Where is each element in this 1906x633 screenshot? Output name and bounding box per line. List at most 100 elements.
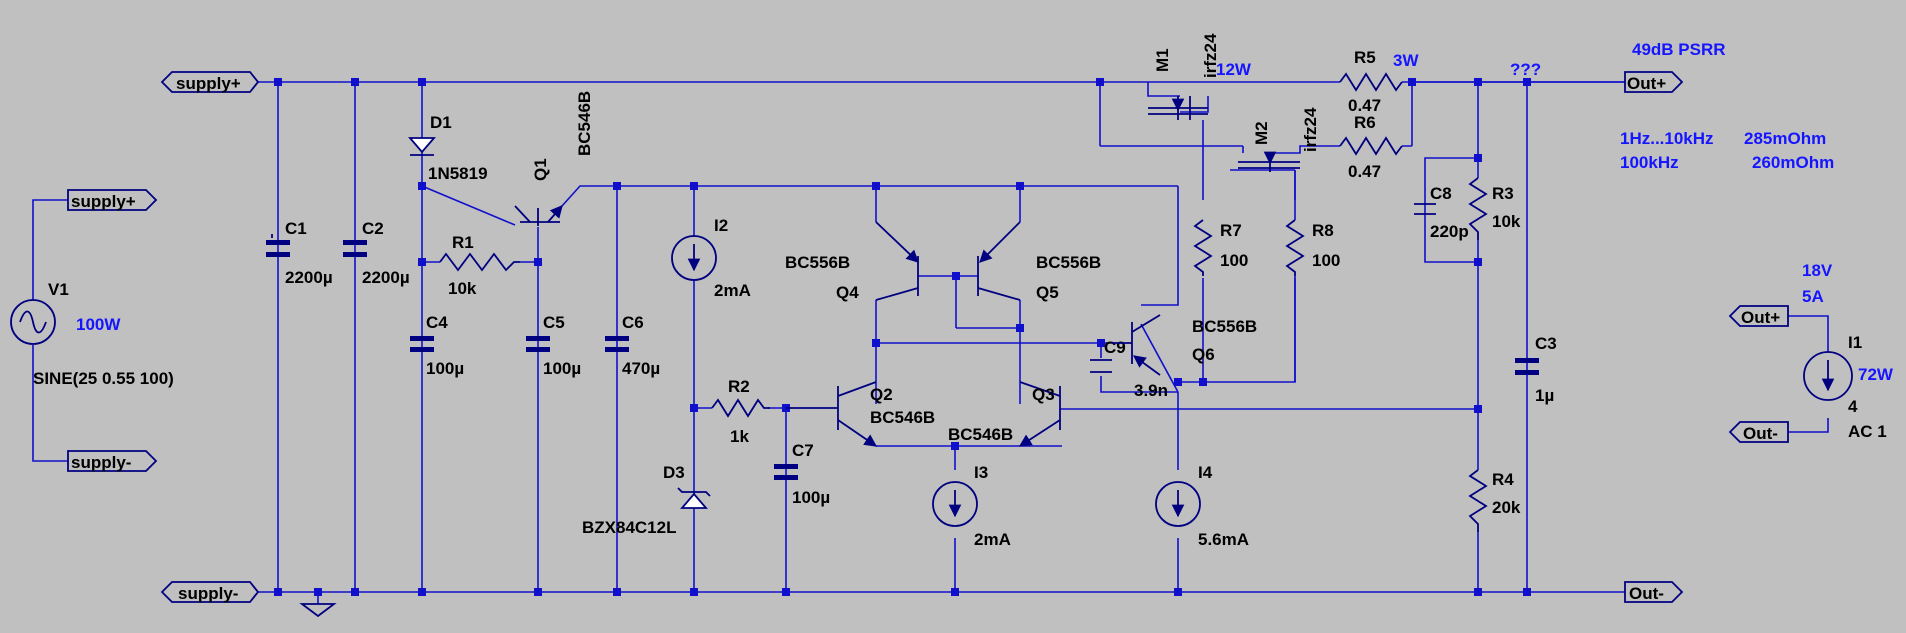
r6-name: R6 [1354,113,1376,132]
value1-note: 285mOhm [1744,129,1826,148]
c1-value: 2200µ [285,268,333,287]
resistor-r3: R3 10k [1468,177,1521,240]
c7-value: 100µ [792,488,830,507]
transistor-q6: BC556B Q6 [1112,314,1257,376]
i3-value: 2mA [974,530,1011,549]
annotations: 49dB PSRR 1Hz...10kHz 285mOhm 100kHz 260… [1510,40,1834,172]
i4-value: 5.6mA [1198,530,1249,549]
r5-value: 0.47 [1348,96,1381,115]
v1-name: V1 [48,280,69,299]
c4-name: C4 [426,313,448,332]
c5-value: 100µ [543,359,581,378]
r2-name: R2 [728,377,750,396]
r5-power: 3W [1393,51,1419,70]
resistor-r6: R6 0.47 [1339,113,1403,181]
r7-value: 100 [1220,251,1248,270]
i1-voltage: 18V [1802,261,1833,280]
transistor-q3: Q3 BC546B [948,381,1061,447]
i2-name: I2 [714,216,728,235]
q6-value: BC556B [1192,317,1257,336]
r6-value: 0.47 [1348,162,1381,181]
r3-value: 10k [1492,212,1521,231]
current-source-i1: I1 72W 4 AC 1 18V 5A [1802,261,1894,441]
c1-name: C1 [285,219,307,238]
net-flag-label: Out+ [1741,308,1780,327]
mosfet-m2: M2 irfz24 [1238,107,1320,172]
v1-power: 100W [76,315,121,334]
r2-value: 1k [730,427,749,446]
net-flag-label: supply+ [176,74,241,93]
current-source-i2: I2 2mA [671,216,751,300]
i4-name: I4 [1198,463,1213,482]
net-flag-label: supply- [178,584,238,603]
capacitor-c2: C2 2200µ [343,219,410,287]
net-flag-out-minus: Out- [1624,581,1684,603]
capacitor-c6: C6 470µ [605,313,660,378]
v1-value: SINE(25 0.55 100) [33,369,174,388]
net-flag-supply-plus-top: supply+ [160,71,260,93]
q5-name: Q5 [1036,283,1059,302]
range2-note: 100kHz [1620,153,1679,172]
range1-note: 1Hz...10kHz [1620,129,1714,148]
junction-dots [274,78,1531,596]
voltage-source-v1: V1 100W SINE(25 0.55 100) [10,280,174,388]
i3-name: I3 [974,463,988,482]
transistor-q2: Q2 BC546B [786,381,935,447]
i1-value: 4 [1848,397,1858,416]
wires [32,81,1829,604]
r4-value: 20k [1492,498,1521,517]
d1-value: 1N5819 [428,164,488,183]
ground-symbol [299,603,337,618]
value2-note: 260mOhm [1752,153,1834,172]
c6-value: 470µ [622,359,660,378]
net-flag-label: supply+ [71,192,136,211]
capacitor-c7: C7 100µ [774,441,830,507]
c2-value: 2200µ [362,268,410,287]
q4-value: BC556B [785,253,850,272]
r5-name: R5 [1354,48,1376,67]
zener-diode-d3: D3 BZX84C12L [582,463,711,537]
m1-value: irfz24 [1201,33,1220,78]
capacitor-c8: C8 220p [1414,184,1469,241]
d3-value: BZX84C12L [582,518,676,537]
r8-name: R8 [1312,221,1334,240]
capacitor-c5: C5 100µ [526,313,581,378]
unknown-note: ??? [1510,60,1541,79]
i1-current: 5A [1802,287,1824,306]
r4-name: R4 [1492,470,1514,489]
q6-name: Q6 [1192,345,1215,364]
q4-name: Q4 [836,283,859,302]
net-flag-label: Out+ [1627,74,1666,93]
net-flag-v1-supply-plus: supply+ [67,189,158,211]
c4-value: 100µ [426,359,464,378]
capacitor-c3: C3 1µ [1515,334,1557,405]
q3-value: BC546B [948,425,1013,444]
c6-name: C6 [622,313,644,332]
current-source-i4: I4 5.6mA [1155,463,1249,549]
resistor-r2: R2 1k [711,377,770,446]
net-flag-i1-out-plus: Out+ [1728,305,1789,327]
i1-power: 72W [1858,365,1894,384]
resistor-r4: R4 20k [1468,469,1521,532]
resistor-r5: R5 0.47 3W [1339,48,1419,115]
c2-name: C2 [362,219,384,238]
c3-name: C3 [1535,334,1557,353]
r1-value: 10k [448,279,477,298]
q2-value: BC546B [870,408,935,427]
m2-name: M2 [1252,121,1271,145]
capacitor-c9: C9 3.9n [1090,338,1168,400]
current-source-i3: I3 2mA [932,463,1011,549]
r8-value: 100 [1312,251,1340,270]
i1-ac: AC 1 [1848,422,1887,441]
c8-name: C8 [1430,184,1452,203]
resistor-r8: R8 100 [1285,219,1340,276]
transistor-q1: Q1 BC546B [514,91,594,226]
q2-name: Q2 [870,385,893,404]
r3-name: R3 [1492,184,1514,203]
net-flag-i1-out-minus: Out- [1728,421,1789,443]
resistor-r1: R1 10k [439,233,520,298]
resistor-r7: R7 100 [1193,219,1248,276]
c3-value: 1µ [1535,386,1554,405]
m1-name: M1 [1153,48,1172,72]
